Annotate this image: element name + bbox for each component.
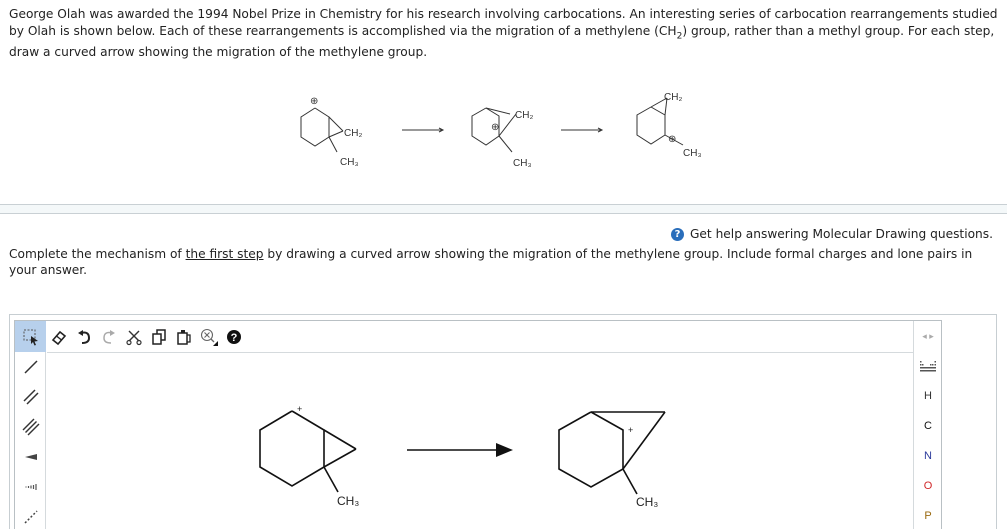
help-link[interactable]: ? Get help answering Molecular Drawing q… xyxy=(670,227,993,241)
question-prompt: Complete the mechanism of the first step… xyxy=(9,246,999,278)
redo-icon xyxy=(102,329,115,344)
eraser-icon xyxy=(51,330,66,345)
question-intro: George Olah was awarded the 1994 Nobel P… xyxy=(9,6,999,61)
prompt-text: Complete the mechanism of xyxy=(9,247,186,261)
undo-button[interactable] xyxy=(71,321,96,352)
undo-icon xyxy=(77,329,90,344)
question-circle-icon: ? xyxy=(226,329,241,344)
hash-bond-icon xyxy=(24,484,37,490)
copy-icon xyxy=(151,328,166,345)
scheme-ch3-1: CH₃ xyxy=(340,157,359,168)
help-link-text[interactable]: Get help answering Molecular Drawing que… xyxy=(689,227,993,241)
scheme-charge-2: ⊕ xyxy=(491,122,499,133)
reaction-scheme: ⊕ CH₂ CH₃ ⊕ CH₂ CH₃ ⊕ CH₂ CH₃ xyxy=(300,92,702,169)
help-button[interactable]: ? xyxy=(221,321,246,352)
bond-toolbar xyxy=(15,352,46,529)
cut-button[interactable] xyxy=(121,321,146,352)
dashed-bond-button[interactable] xyxy=(15,502,46,529)
double-bond-button[interactable] xyxy=(15,382,46,412)
periodic-table-icon xyxy=(920,361,936,372)
product-molecule xyxy=(558,411,666,495)
element-toolbar: ◂ ▸ H C N O P xyxy=(913,321,941,529)
paste-icon xyxy=(176,329,191,345)
scheme-ch2-3: CH₂ xyxy=(664,92,682,103)
element-c-button[interactable]: C xyxy=(924,420,932,432)
reactant-molecule xyxy=(259,410,357,493)
scheme-ch3-3: CH₃ xyxy=(683,148,702,159)
intro-subscript: 2 xyxy=(676,30,683,41)
top-toolbar: ? xyxy=(15,321,895,352)
product-charge: + xyxy=(628,425,633,435)
element-n-button[interactable]: N xyxy=(924,450,932,462)
triple-bond-button[interactable] xyxy=(15,412,46,442)
molecular-drawing-editor: ? ◂ ▸ H C N O P xyxy=(14,320,942,529)
toolbar-nav-arrows[interactable]: ◂ ▸ xyxy=(922,330,934,341)
select-tool-button[interactable] xyxy=(15,321,46,352)
intro-text: George Olah was awarded the 1994 Nobel P… xyxy=(9,7,998,38)
drawing-canvas[interactable]: + CH₃ + CH₃ xyxy=(47,352,913,529)
prompt-text-end: by drawing a curved arrow showing the mi… xyxy=(9,247,973,277)
scheme-charge-3: ⊕ xyxy=(668,134,676,145)
reaction-arrowhead xyxy=(496,443,513,457)
reactant-charge: + xyxy=(297,404,302,414)
scheme-ch3-2: CH₃ xyxy=(513,158,532,169)
reactant-ch3: CH₃ xyxy=(337,494,359,508)
section-divider xyxy=(0,204,1007,214)
help-circle-icon: ? xyxy=(670,227,684,241)
paste-button[interactable] xyxy=(171,321,196,352)
wedge-bond-icon xyxy=(24,454,37,460)
scheme-molecule-2 xyxy=(471,107,517,153)
element-o-button[interactable]: O xyxy=(923,480,933,492)
intro-text-end: ) group, rather than a methyl group. For… xyxy=(9,23,995,60)
scheme-molecule-1 xyxy=(300,107,344,153)
wedge-bond-button[interactable] xyxy=(15,442,46,472)
canvas-drawing: + CH₃ + CH₃ xyxy=(259,404,666,509)
zoom-reset-icon xyxy=(200,328,218,346)
eraser-button[interactable] xyxy=(46,321,71,352)
svg-text:?: ? xyxy=(230,332,237,344)
scheme-charge-1: ⊕ xyxy=(310,96,318,107)
scheme-ch2-1: CH₂ xyxy=(344,128,362,139)
triple-bond-icon xyxy=(22,418,39,436)
element-h-button[interactable]: H xyxy=(924,390,932,402)
redo-button[interactable] xyxy=(96,321,121,352)
hash-bond-button[interactable] xyxy=(15,472,46,502)
scheme-ch2-2: CH₂ xyxy=(515,110,533,121)
marquee-select-icon xyxy=(23,329,38,345)
product-ch3: CH₃ xyxy=(636,495,658,509)
single-bond-icon xyxy=(23,360,38,374)
copy-button[interactable] xyxy=(146,321,171,352)
single-bond-button[interactable] xyxy=(15,352,46,382)
scheme-molecule-3 xyxy=(636,97,684,146)
periodic-table-button[interactable] xyxy=(914,351,942,381)
dashed-bond-icon xyxy=(23,510,38,524)
first-step-link[interactable]: the first step xyxy=(185,247,264,261)
scissors-icon xyxy=(125,330,142,345)
element-p-button[interactable]: P xyxy=(924,510,932,522)
double-bond-icon xyxy=(22,389,39,405)
zoom-button[interactable] xyxy=(196,321,221,352)
